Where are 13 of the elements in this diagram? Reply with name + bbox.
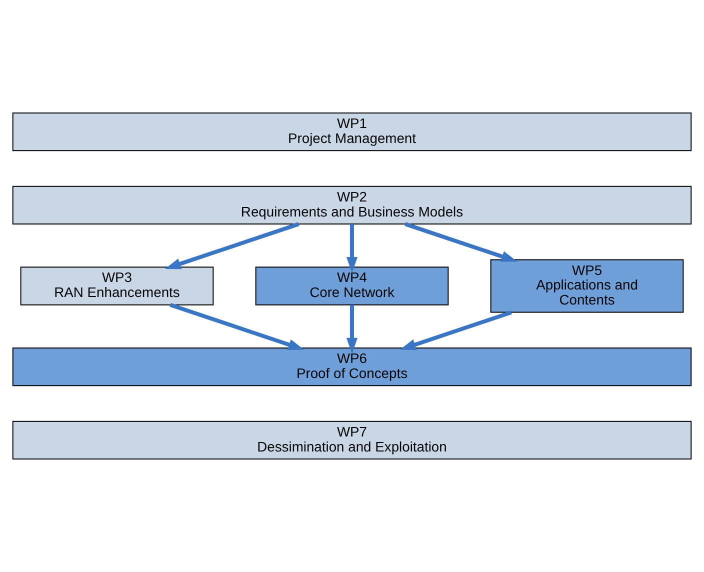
node-box: WP3 RAN Enhancements: [20, 266, 214, 306]
arrow: [164, 222, 300, 270]
node-box: WP2 Requirements and Business Models: [12, 186, 692, 225]
arrow: [400, 310, 512, 350]
arrow: [170, 303, 304, 350]
node-box: WP1 Project Management: [12, 112, 692, 152]
node-box: WP7 Dessimination and Exploitation: [12, 420, 692, 460]
arrow: [346, 304, 358, 354]
node-box: WP5 Applications and Contents: [490, 259, 684, 313]
arrow: [404, 222, 518, 262]
node-box: WP4 Core Network: [255, 266, 449, 306]
node-box: WP6 Proof of Concepts: [12, 347, 692, 386]
arrow: [346, 224, 358, 273]
